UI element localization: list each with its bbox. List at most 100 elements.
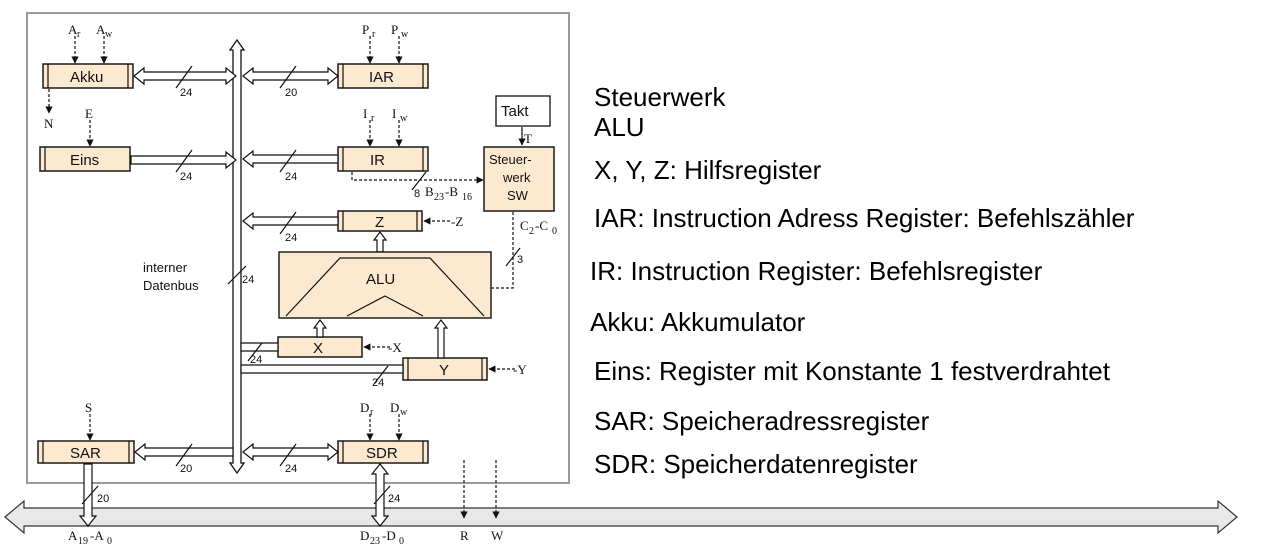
svg-text:B: B xyxy=(425,184,434,199)
svg-text:Steuer-: Steuer- xyxy=(489,152,532,167)
svg-text:E: E xyxy=(85,106,93,121)
svg-text:A: A xyxy=(68,22,78,37)
svg-text:r: r xyxy=(371,113,375,124)
svg-text:I: I xyxy=(363,106,367,121)
akku-bus-link: 24 xyxy=(133,65,237,99)
legend: Steuerwerk ALU X, Y, Z: Hilfsregister IA… xyxy=(590,82,1135,479)
svg-text:2: 2 xyxy=(529,226,534,237)
takt-clock: Takt xyxy=(495,95,551,127)
svg-text:A: A xyxy=(96,22,106,37)
svg-text:-B: -B xyxy=(445,184,458,199)
svg-text:24: 24 xyxy=(250,354,262,366)
svg-text:ALU: ALU xyxy=(366,271,395,288)
register-x: X xyxy=(277,336,363,358)
svg-text:r: r xyxy=(370,407,374,418)
iar-bus-link: 20 xyxy=(242,65,339,99)
svg-text:SAR: SAR xyxy=(70,445,101,462)
register-z: Z xyxy=(337,210,423,232)
legend-item: Akku: Akkumulator xyxy=(590,307,806,337)
register-sar: SAR xyxy=(37,440,135,464)
svg-text:D: D xyxy=(360,400,369,415)
svg-text:w: w xyxy=(400,113,408,124)
svg-text:C: C xyxy=(520,218,529,233)
sdr-bus-link: 24 xyxy=(242,442,339,475)
steuerwerk: Steuer- werk SW xyxy=(483,146,555,212)
internal-data-bus xyxy=(228,38,246,475)
svg-text:Y: Y xyxy=(439,362,449,379)
svg-text:P: P xyxy=(362,22,369,37)
svg-text:0: 0 xyxy=(399,536,404,547)
svg-text:Z: Z xyxy=(375,214,384,231)
svg-text:SW: SW xyxy=(507,188,529,203)
svg-text:-D: -D xyxy=(382,528,396,543)
svg-text:T: T xyxy=(524,131,532,146)
svg-text:20: 20 xyxy=(97,493,109,505)
svg-text:16: 16 xyxy=(462,192,472,203)
svg-text:Eins: Eins xyxy=(70,152,99,169)
register-ir: IR xyxy=(337,146,429,172)
svg-text:24: 24 xyxy=(372,377,384,389)
svg-text:0: 0 xyxy=(107,536,112,547)
system-bus xyxy=(4,499,1238,535)
write-signal: W xyxy=(491,528,504,543)
svg-text:-Z: -Z xyxy=(451,214,463,229)
svg-text:A: A xyxy=(68,528,78,543)
svg-text:20: 20 xyxy=(180,463,192,475)
bus-label-line2: Datenbus xyxy=(143,278,199,293)
svg-text:S: S xyxy=(85,400,92,415)
svg-text:24: 24 xyxy=(388,493,400,505)
svg-text:24: 24 xyxy=(285,171,297,183)
svg-text:werk: werk xyxy=(502,170,531,185)
register-akku: Akku xyxy=(42,63,134,89)
svg-text:19: 19 xyxy=(78,536,88,547)
svg-text:24: 24 xyxy=(180,87,192,99)
cpu-frame xyxy=(26,12,570,484)
svg-text:23: 23 xyxy=(370,536,380,547)
svg-text:w: w xyxy=(400,407,408,418)
svg-text:X: X xyxy=(313,340,323,357)
svg-text:P: P xyxy=(391,22,398,37)
legend-item: SAR: Speicheradressregister xyxy=(594,406,930,436)
bus-width: 24 xyxy=(242,274,254,286)
read-signal: R xyxy=(460,528,469,543)
sar-bus-link: 20 xyxy=(134,442,234,475)
akku-label: Akku xyxy=(70,69,103,86)
register-sdr: SDR xyxy=(337,440,429,464)
legend-item: Eins: Register mit Konstante 1 festverdr… xyxy=(594,356,1111,386)
svg-text:D: D xyxy=(390,400,399,415)
svg-text:3: 3 xyxy=(517,254,523,266)
svg-text:IR: IR xyxy=(370,152,385,169)
svg-text:SDR: SDR xyxy=(366,445,398,462)
svg-text:N: N xyxy=(44,116,54,131)
ir-bus-link: 24 xyxy=(242,149,339,183)
register-eins: Eins xyxy=(39,146,131,172)
svg-text:0: 0 xyxy=(552,226,557,237)
svg-text:24: 24 xyxy=(285,232,297,244)
legend-item: X, Y, Z: Hilfsregister xyxy=(594,155,822,185)
legend-item: IR: Instruction Register: Befehlsregiste… xyxy=(590,256,1043,286)
svg-text:I: I xyxy=(392,106,396,121)
eins-bus-link: 24 xyxy=(130,149,237,183)
svg-text:-C: -C xyxy=(535,218,548,233)
svg-text:-X: -X xyxy=(388,340,402,355)
bus-label-line1: interner xyxy=(143,260,188,275)
legend-item: ALU xyxy=(594,112,645,142)
svg-text:-Y: -Y xyxy=(513,362,527,377)
svg-text:23: 23 xyxy=(434,192,444,203)
svg-text:w: w xyxy=(105,29,113,40)
svg-text:-A: -A xyxy=(90,528,104,543)
svg-text:24: 24 xyxy=(180,171,192,183)
svg-text:20: 20 xyxy=(285,87,297,99)
register-y: Y xyxy=(402,357,488,381)
svg-text:8: 8 xyxy=(414,188,420,200)
svg-text:w: w xyxy=(401,29,409,40)
legend-item: IAR: Instruction Adress Register: Befehl… xyxy=(594,203,1135,233)
legend-item: SDR: Speicherdatenregister xyxy=(594,449,918,479)
svg-text:r: r xyxy=(372,29,376,40)
svg-text:IAR: IAR xyxy=(369,69,394,86)
alu: ALU xyxy=(278,251,492,319)
z-bus-link: 24 xyxy=(242,211,339,244)
svg-text:r: r xyxy=(77,29,81,40)
svg-text:D: D xyxy=(360,528,369,543)
